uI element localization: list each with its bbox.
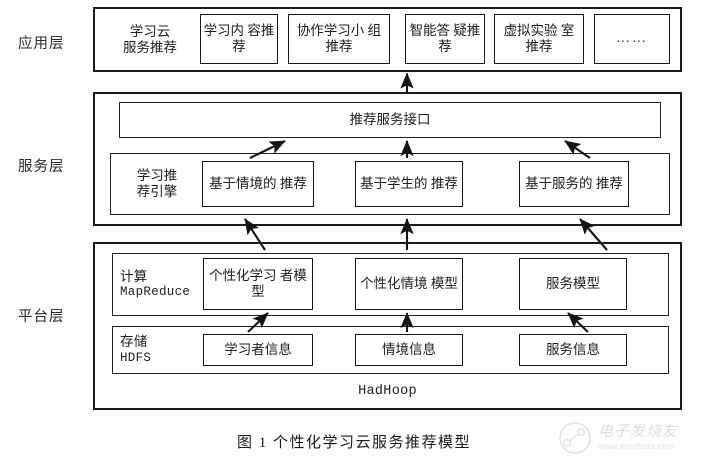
application-item-learning-content[interactable]: 学习内 容推荐 [200, 14, 278, 64]
platform-model-personalized-learner[interactable]: 个性化学习 者模型 [203, 258, 313, 310]
platform-store-context-info[interactable]: 情境信息 [355, 334, 463, 366]
layer-label-platform: 平台层 [18, 308, 65, 325]
service-item-context-based[interactable]: 基于情境的 推荐 [202, 161, 314, 207]
platform-storage-label-group: 存储 HDFS [120, 330, 212, 370]
watermark-url: www.elecfans.com [598, 441, 675, 451]
application-item-intelligent-qa[interactable]: 智能答 疑推荐 [405, 14, 485, 64]
watermark: 电子发烧友 www.elecfans.com [556, 418, 706, 458]
application-item-virtual-lab[interactable]: 虚拟实验 室推荐 [494, 14, 584, 64]
platform-compute-label-group: 计算 MapReduce [120, 261, 212, 308]
application-anchor-label: 学习云 服务推荐 [123, 23, 177, 55]
platform-compute-label: 计算 [120, 268, 148, 284]
platform-model-service[interactable]: 服务模型 [519, 258, 627, 310]
watermark-logo-icon [559, 422, 591, 454]
service-item-student-based[interactable]: 基于学生的 推荐 [355, 161, 463, 207]
platform-compute-tech: MapReduce [120, 285, 191, 300]
platform-store-service-info[interactable]: 服务信息 [519, 334, 627, 366]
figure-caption: 图 1 个性化学习云服务推荐模型 [236, 435, 471, 451]
service-interface-label: 推荐服务接口 [349, 111, 431, 127]
service-engine-label: 学习推 荐引擎 [136, 167, 178, 199]
application-item-collaborative-group[interactable]: 协作学习小 组推荐 [288, 14, 390, 64]
service-item-service-based[interactable]: 基于服务的 推荐 [519, 161, 629, 207]
application-item-ellipsis[interactable]: …… [594, 14, 670, 64]
watermark-brand: 电子发烧友 [598, 424, 679, 440]
platform-framework-label: HadHoop [358, 383, 417, 399]
service-interface-band [119, 102, 661, 138]
layer-label-application: 应用层 [18, 35, 65, 52]
platform-model-personalized-context[interactable]: 个性化情境 模型 [355, 258, 463, 310]
platform-storage-label: 存储 [120, 334, 148, 350]
layer-label-service: 服务层 [18, 158, 65, 175]
platform-store-learner-info[interactable]: 学习者信息 [203, 334, 313, 366]
platform-storage-tech: HDFS [120, 350, 152, 365]
